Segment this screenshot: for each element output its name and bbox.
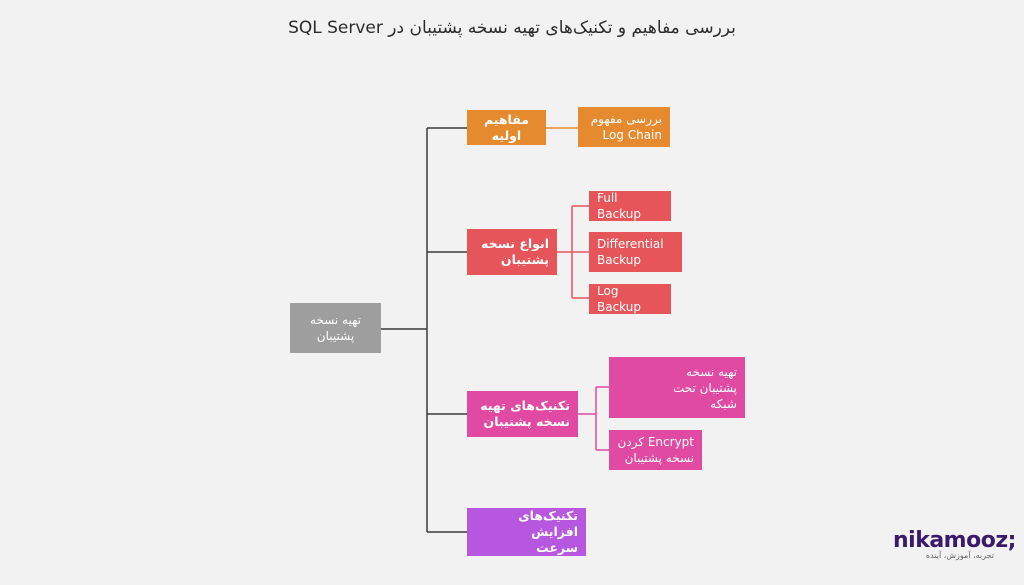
branch-backup-types: انواع نسخه پشتیبان [467, 229, 557, 275]
nikamooz-logo: nikamooz; تجربه، آموزش، آینده [893, 528, 1016, 560]
leaf-encrypt-backup-label: Encrypt کردن نسخه پشتیبان [617, 435, 694, 465]
branch-speed-techniques: تکنیک‌های افزایش سرعت [467, 508, 586, 556]
leaf-log-chain: بررسی مفهوم Log Chain [578, 107, 670, 147]
branch-speed-techniques-label: تکنیک‌های افزایش سرعت [518, 508, 578, 555]
leaf-differential-backup-label: Differential Backup [597, 237, 664, 267]
logo-tagline: تجربه، آموزش، آینده [925, 551, 994, 560]
leaf-encrypt-backup: Encrypt کردن نسخه پشتیبان [609, 430, 702, 470]
leaf-log-chain-label: بررسی مفهوم Log Chain [590, 112, 662, 142]
diagram-title: بررسی مفاهیم و تکنیک‌های تهیه نسخه پشتیب… [288, 18, 736, 38]
logo-wordmark: nikamooz; [893, 528, 1016, 553]
root-node-label: تهیه نسخه پشتیبان [310, 313, 361, 343]
branch-backup-techniques-label: تکنیک‌های تهیه نسخه پشتیبان [480, 398, 570, 429]
leaf-network-backup: تهیه نسخه پشتیبان تحت شبکه [609, 357, 745, 418]
leaf-network-backup-label: تهیه نسخه پشتیبان تحت شبکه [672, 364, 737, 411]
leaf-full-backup: Full Backup [589, 191, 671, 221]
leaf-differential-backup: Differential Backup [589, 232, 682, 272]
leaf-log-backup: Log Backup [589, 284, 671, 314]
branch-backup-techniques: تکنیک‌های تهیه نسخه پشتیبان [467, 391, 578, 437]
leaf-log-backup-label: Log Backup [597, 284, 641, 314]
branch-concepts: مفاهیم اولیه [467, 110, 546, 145]
leaf-full-backup-label: Full Backup [597, 191, 641, 221]
branch-concepts-label: مفاهیم اولیه [483, 111, 529, 143]
root-node: تهیه نسخه پشتیبان [290, 303, 381, 353]
branch-backup-types-label: انواع نسخه پشتیبان [481, 236, 549, 267]
